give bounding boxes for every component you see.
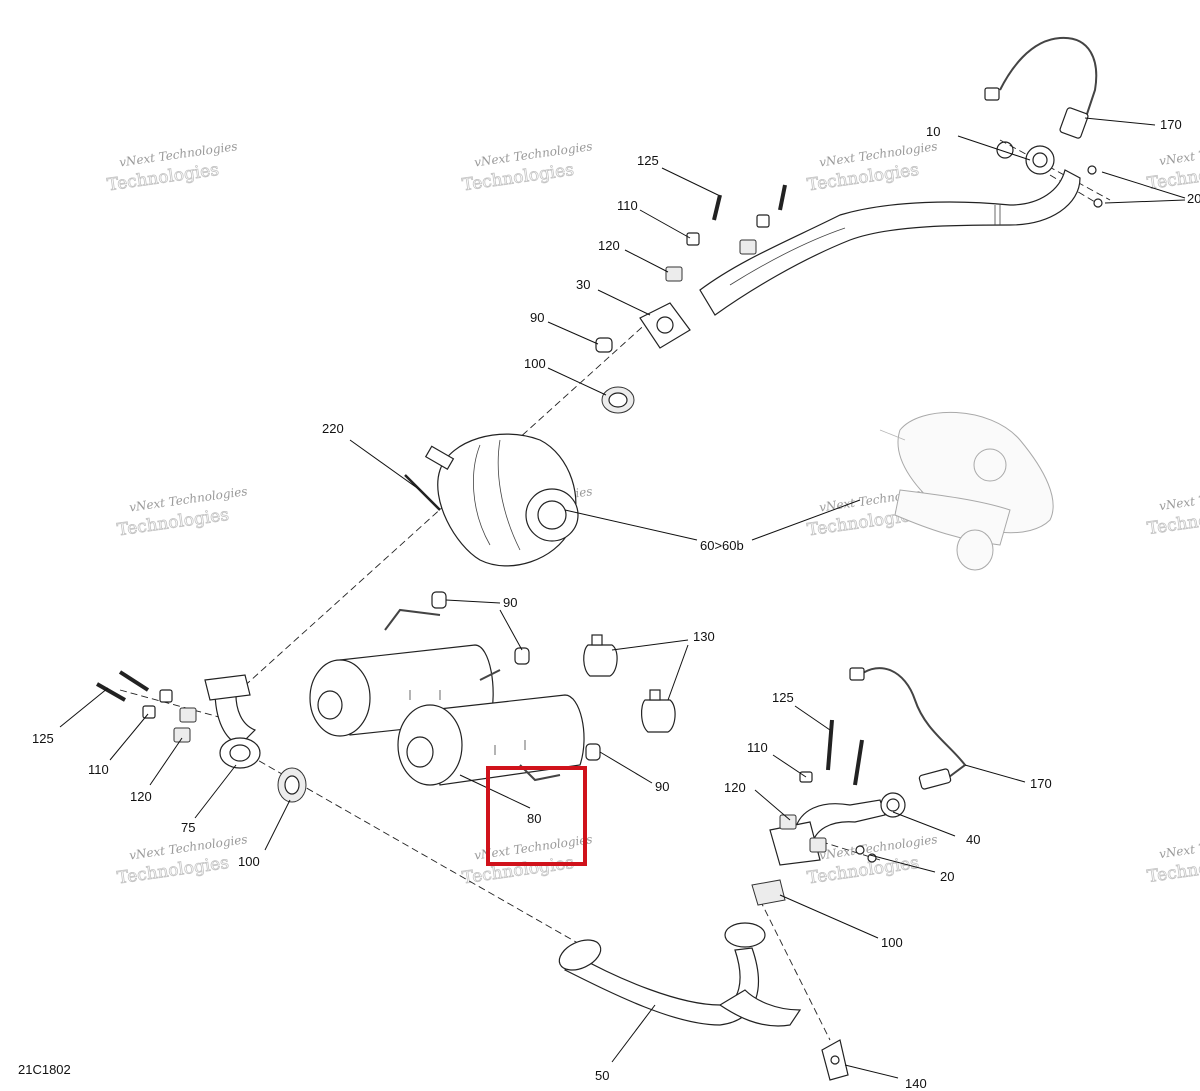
diagram-code: 21C1802	[18, 1062, 71, 1077]
callout-110: 110	[747, 740, 768, 755]
hardware-top	[595, 165, 1103, 414]
callout-100: 100	[238, 854, 260, 869]
callout-170: 170	[1030, 776, 1052, 791]
callout-120: 120	[724, 780, 746, 795]
callout-110: 110	[617, 198, 638, 213]
catalytic-converter-alt-view	[879, 411, 1054, 571]
callout-125: 125	[32, 731, 54, 746]
callout-120: 120	[598, 238, 620, 253]
callout-labels: 10 170 20 125 110 120 30 90 100 220 60>6…	[32, 117, 1200, 1091]
clamps-and-grommets	[431, 591, 676, 761]
callout-125: 125	[637, 153, 659, 168]
leader-lines	[59, 117, 1186, 1079]
callout-170: 170	[1160, 117, 1182, 132]
callout-40: 40	[966, 832, 980, 847]
muffler-lower	[397, 694, 585, 786]
callout-120: 120	[130, 789, 152, 804]
assembly-dashed-lines	[119, 139, 1111, 1041]
callout-110: 110	[88, 762, 109, 777]
callout-100: 100	[881, 935, 903, 950]
lower-pipe	[558, 922, 849, 1081]
watermark-text: vNext Technologies	[1158, 483, 1200, 513]
callout-10: 10	[926, 124, 940, 139]
callout-75: 75	[181, 820, 195, 835]
header-pipe-right	[751, 719, 906, 906]
oxygen-sensor-top	[984, 36, 1098, 139]
watermark-text: vNext Technologies	[1158, 831, 1200, 861]
callout-30: 30	[576, 277, 590, 292]
callout-125: 125	[772, 690, 794, 705]
callout-50: 50	[595, 1068, 609, 1083]
callout-20: 20	[1187, 191, 1200, 206]
highlight-box-80	[486, 766, 587, 866]
watermark-text: vNext Technologies	[1158, 138, 1200, 168]
header-pipe-upper	[639, 141, 1081, 349]
callout-130: 130	[693, 629, 715, 644]
callout-90: 90	[503, 595, 517, 610]
catalytic-converter	[404, 433, 579, 567]
callout-80: 80	[527, 811, 541, 826]
callout-140: 140	[905, 1076, 927, 1091]
callout-90: 90	[530, 310, 544, 325]
header-pipe-left	[96, 670, 307, 803]
callout-20: 20	[940, 869, 954, 884]
callout-90: 90	[655, 779, 669, 794]
callout-60-60b: 60>60b	[700, 538, 744, 553]
callout-220: 220	[322, 421, 344, 436]
oxygen-sensor-right	[849, 667, 967, 790]
callout-100: 100	[524, 356, 546, 371]
